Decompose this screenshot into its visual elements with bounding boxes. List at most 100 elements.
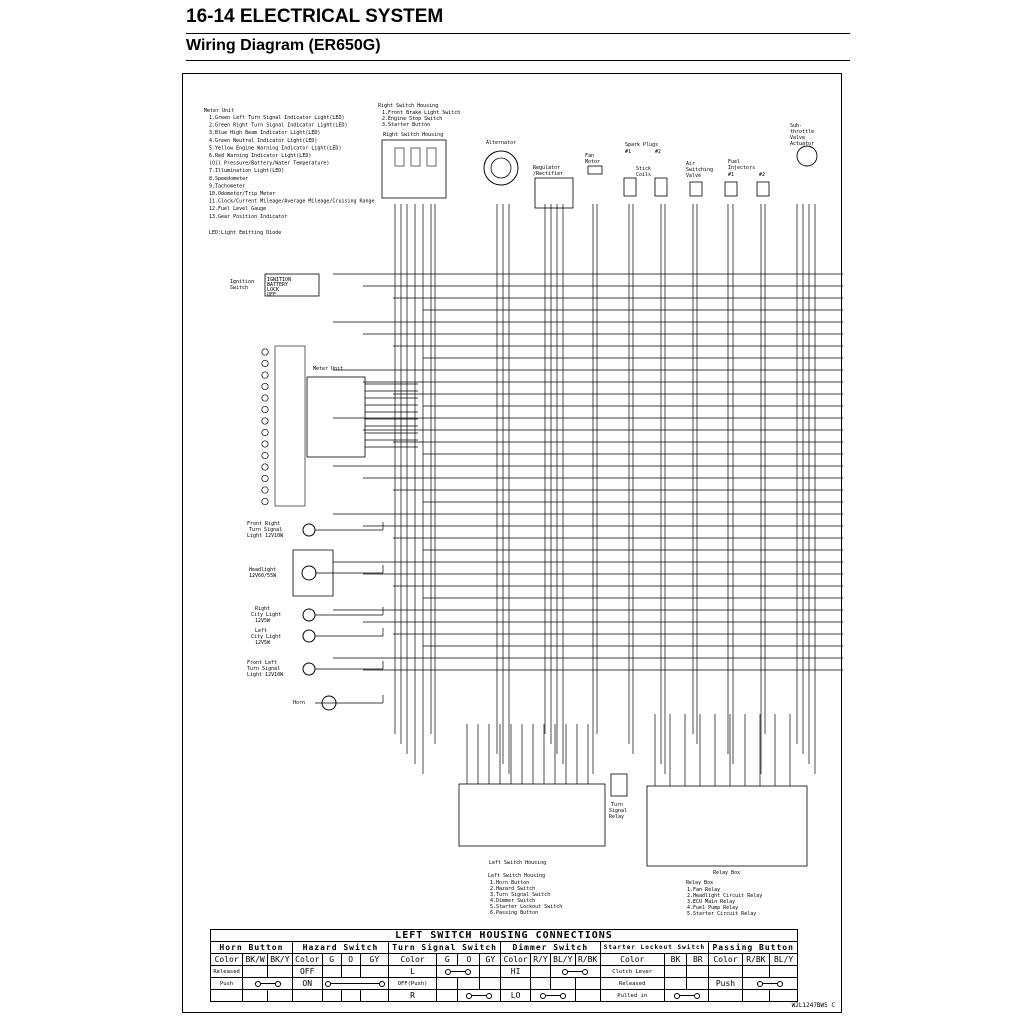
diagram-subtitle: Wiring Diagram (ER650G) bbox=[186, 37, 381, 54]
right-switch-legend-item: 1.Front Brake Light Switch bbox=[382, 110, 460, 116]
table-cell bbox=[549, 977, 576, 990]
connection-cell bbox=[549, 965, 601, 978]
wire-color: BL/Y bbox=[549, 953, 576, 966]
ignition-row-1: IGNITION bbox=[267, 277, 291, 283]
relay-legend-item: 1.Fan Relay bbox=[687, 887, 720, 893]
wire-color: GY bbox=[359, 953, 390, 966]
relay-box bbox=[646, 785, 808, 867]
connections-caption: LEFT SWITCH HOUSING CONNECTIONS bbox=[210, 929, 798, 942]
table-cell bbox=[267, 989, 293, 1002]
right-switch-box-label: Right Switch Housing bbox=[383, 132, 443, 138]
meter-legend-item: (Oil Pressure/Battery/Water Temperature) bbox=[209, 161, 329, 167]
table-cell bbox=[686, 977, 710, 990]
fl-turn-label-3: Light 12V10W bbox=[247, 672, 284, 678]
wire-color: BK/W bbox=[242, 953, 269, 966]
meter-legend-item: 7.Illumination Light(LED) bbox=[209, 168, 284, 174]
table-cell bbox=[663, 977, 688, 990]
headlight-lens bbox=[292, 549, 334, 597]
meter-legend-item: 2.Green Right Turn Signal Indicator Ligh… bbox=[209, 123, 347, 129]
fr-turn-label-3: Light 12V10W bbox=[247, 533, 284, 539]
right-switch-housing-box bbox=[381, 139, 447, 199]
right-switch-legend-item: 2.Engine Stop Switch bbox=[382, 116, 442, 122]
left-switch-legend-item: 1.Horn Button bbox=[490, 880, 529, 886]
clutch-lever-label: Clutch Lever bbox=[599, 965, 665, 978]
injectors-label-2: Injectors bbox=[728, 165, 755, 171]
air-valve-label-3: Valve bbox=[686, 173, 701, 179]
table-cell bbox=[741, 989, 771, 1002]
meter-indicator-icon bbox=[261, 394, 269, 402]
meter-indicator-column bbox=[261, 345, 306, 507]
table-cell bbox=[574, 989, 601, 1002]
left-city-light: Left City Light 12V5W bbox=[251, 628, 316, 646]
table-cell bbox=[686, 965, 710, 978]
table-cell bbox=[529, 977, 551, 990]
meter-indicator-icon bbox=[261, 371, 269, 379]
meter-legend-item: 5.Yellow Engine Warning Indicator Light(… bbox=[209, 145, 341, 151]
left-switch-housing-box bbox=[458, 783, 606, 847]
meter-legend-item: 10.Odometer/Trip Meter bbox=[209, 191, 275, 197]
table-cell bbox=[267, 965, 293, 978]
bulb-icon bbox=[302, 629, 316, 643]
turn-r-label: R bbox=[388, 989, 438, 1002]
left-switch-legend-item: 2.Hazard Switch bbox=[490, 886, 535, 892]
right-switch-contact bbox=[410, 147, 421, 167]
meter-legend-item: 3.Blue High Beam Indicator Light(LED) bbox=[209, 130, 320, 136]
table-cell bbox=[479, 977, 502, 990]
hazard-on-label: ON bbox=[291, 977, 323, 990]
table-cell bbox=[436, 989, 459, 1002]
table-cell bbox=[436, 977, 459, 990]
bulb-icon bbox=[301, 565, 317, 581]
wire-color: BL/Y bbox=[769, 953, 798, 966]
ignition-label-1: Ignition bbox=[230, 279, 254, 285]
right-city-label-1: Right bbox=[255, 606, 270, 612]
fr-turn-label-1: Front Right bbox=[247, 521, 280, 527]
wire-harness bbox=[315, 204, 843, 786]
hazard-switch-header: Hazard Switch bbox=[291, 941, 390, 954]
wire-color: GY bbox=[479, 953, 502, 966]
table-cell bbox=[340, 965, 361, 978]
left-city-label-3: 12V5W bbox=[255, 640, 271, 646]
right-switch-contact bbox=[394, 147, 405, 167]
stick-coils-label-2: Coils bbox=[636, 172, 651, 178]
subthrottle-label-3: Valve bbox=[790, 135, 805, 141]
right-switch-legend-item: 3.Starter Button bbox=[382, 122, 430, 128]
injector-1 bbox=[724, 181, 738, 197]
alternator-rotor bbox=[490, 157, 512, 179]
meter-indicator-icon bbox=[261, 463, 269, 471]
table-cell bbox=[769, 989, 798, 1002]
right-city-label-3: 12V5W bbox=[255, 618, 271, 624]
front-left-turn-signal: Front Left Turn Signal Light 12V10W bbox=[247, 660, 316, 678]
turn-signal-relay-box bbox=[610, 773, 628, 797]
relay-box-label: Relay Box bbox=[713, 870, 740, 876]
continuity-icon bbox=[673, 993, 700, 999]
color-label: Color bbox=[291, 953, 323, 966]
wire-color: BK bbox=[663, 953, 688, 966]
connection-cell bbox=[529, 989, 576, 1002]
left-city-label-1: Left bbox=[255, 628, 267, 634]
horn-push-label: Push bbox=[209, 977, 244, 990]
meter-indicator-icon bbox=[261, 382, 269, 391]
continuity-icon bbox=[445, 969, 472, 975]
horn-button-header: Horn Button bbox=[210, 941, 293, 954]
continuity-icon bbox=[539, 993, 566, 999]
ignition-table bbox=[264, 273, 320, 297]
table-cell bbox=[529, 965, 551, 978]
left-city-label-2: City Light bbox=[251, 634, 281, 640]
wiring-diagram-frame: Meter Unit 1.Green Left Turn Signal Indi… bbox=[182, 73, 843, 1013]
wire-color: R/BK bbox=[574, 953, 601, 966]
bulb-icon bbox=[302, 662, 316, 676]
starter-lockout-header: Starter Lockout Switch bbox=[599, 941, 710, 954]
headlight-label-1: Headlight bbox=[249, 567, 276, 573]
table-cell bbox=[340, 989, 361, 1002]
color-label: Color bbox=[500, 953, 531, 966]
section-title: 16-14 ELECTRICAL SYSTEM bbox=[186, 6, 444, 27]
fl-turn-label-1: Front Left bbox=[247, 660, 277, 666]
meter-indicator-icon bbox=[261, 359, 269, 368]
meter-legend-item: 1.Green Left Turn Signal Indicator Light… bbox=[209, 115, 344, 121]
meter-legend-item: 11.Clock/Current Mileage/Average Mileage… bbox=[209, 199, 375, 205]
subtitle-rule bbox=[186, 60, 850, 61]
injector-2 bbox=[756, 181, 770, 197]
table-cell bbox=[663, 965, 688, 978]
dimmer-lo-label: LO bbox=[500, 989, 531, 1002]
table-cell bbox=[479, 965, 502, 978]
